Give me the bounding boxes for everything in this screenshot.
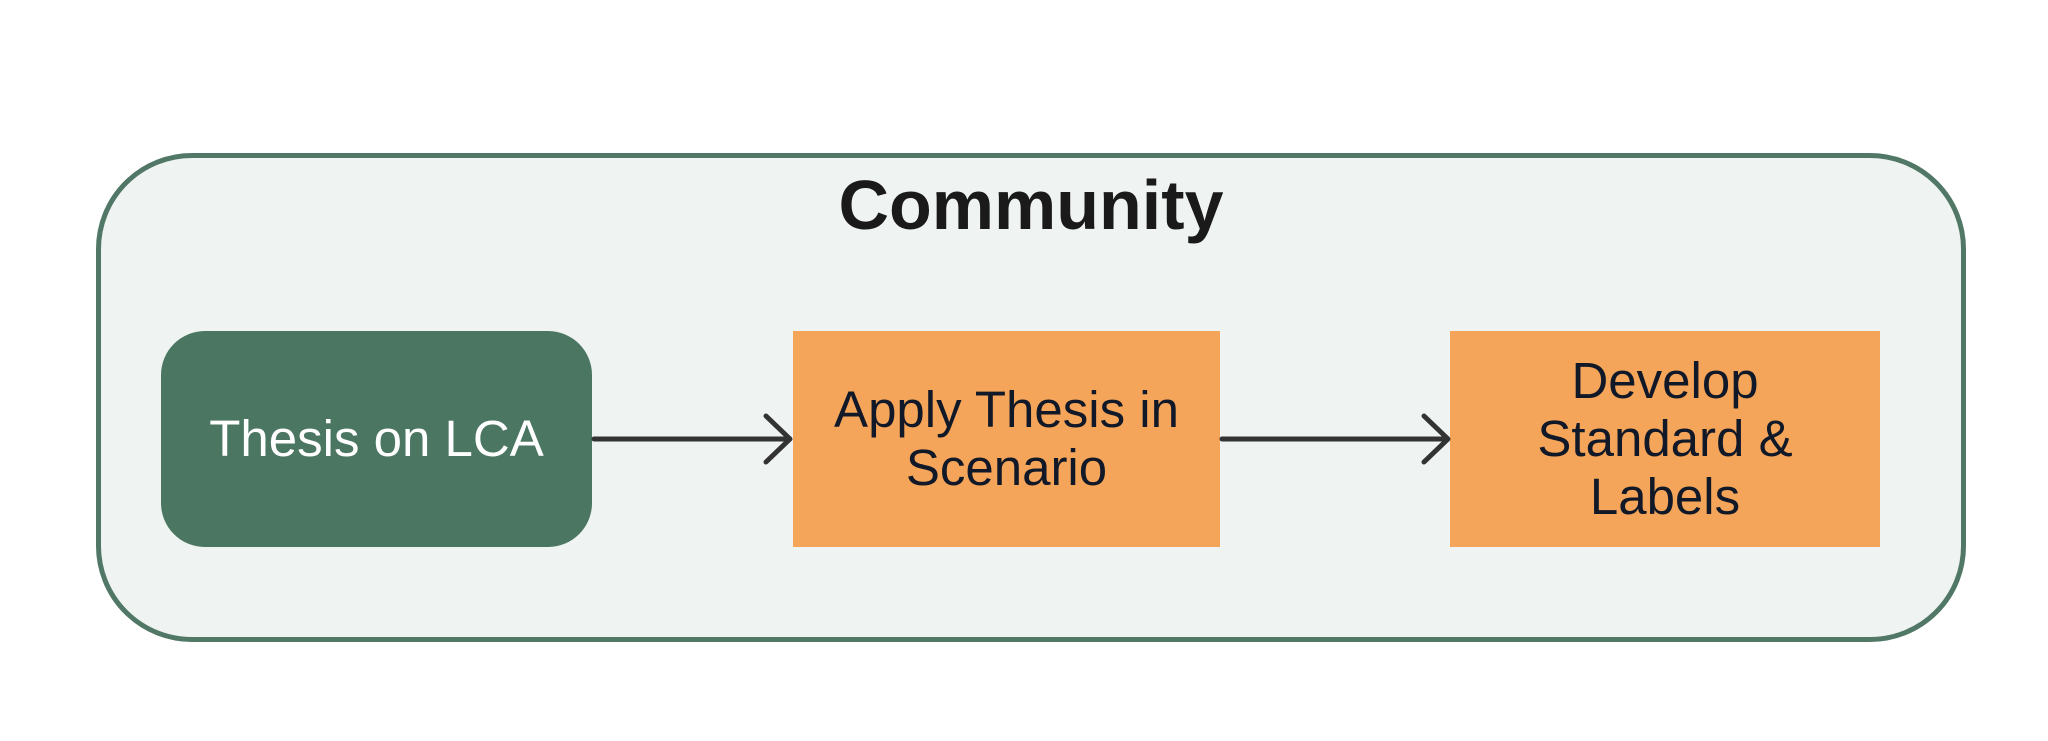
community-title: Community — [838, 166, 1224, 244]
thesis-on-lca-label: Thesis on LCA — [209, 409, 544, 467]
thesis-on-lca-node: Thesis on LCA — [161, 331, 592, 547]
develop-standard-label: Develop Standard & Labels — [1537, 351, 1793, 526]
apply-thesis-label: Apply Thesis in Scenario — [834, 380, 1179, 496]
develop-standard-node: Develop Standard & Labels — [1450, 331, 1880, 547]
apply-thesis-node: Apply Thesis in Scenario — [793, 331, 1220, 547]
